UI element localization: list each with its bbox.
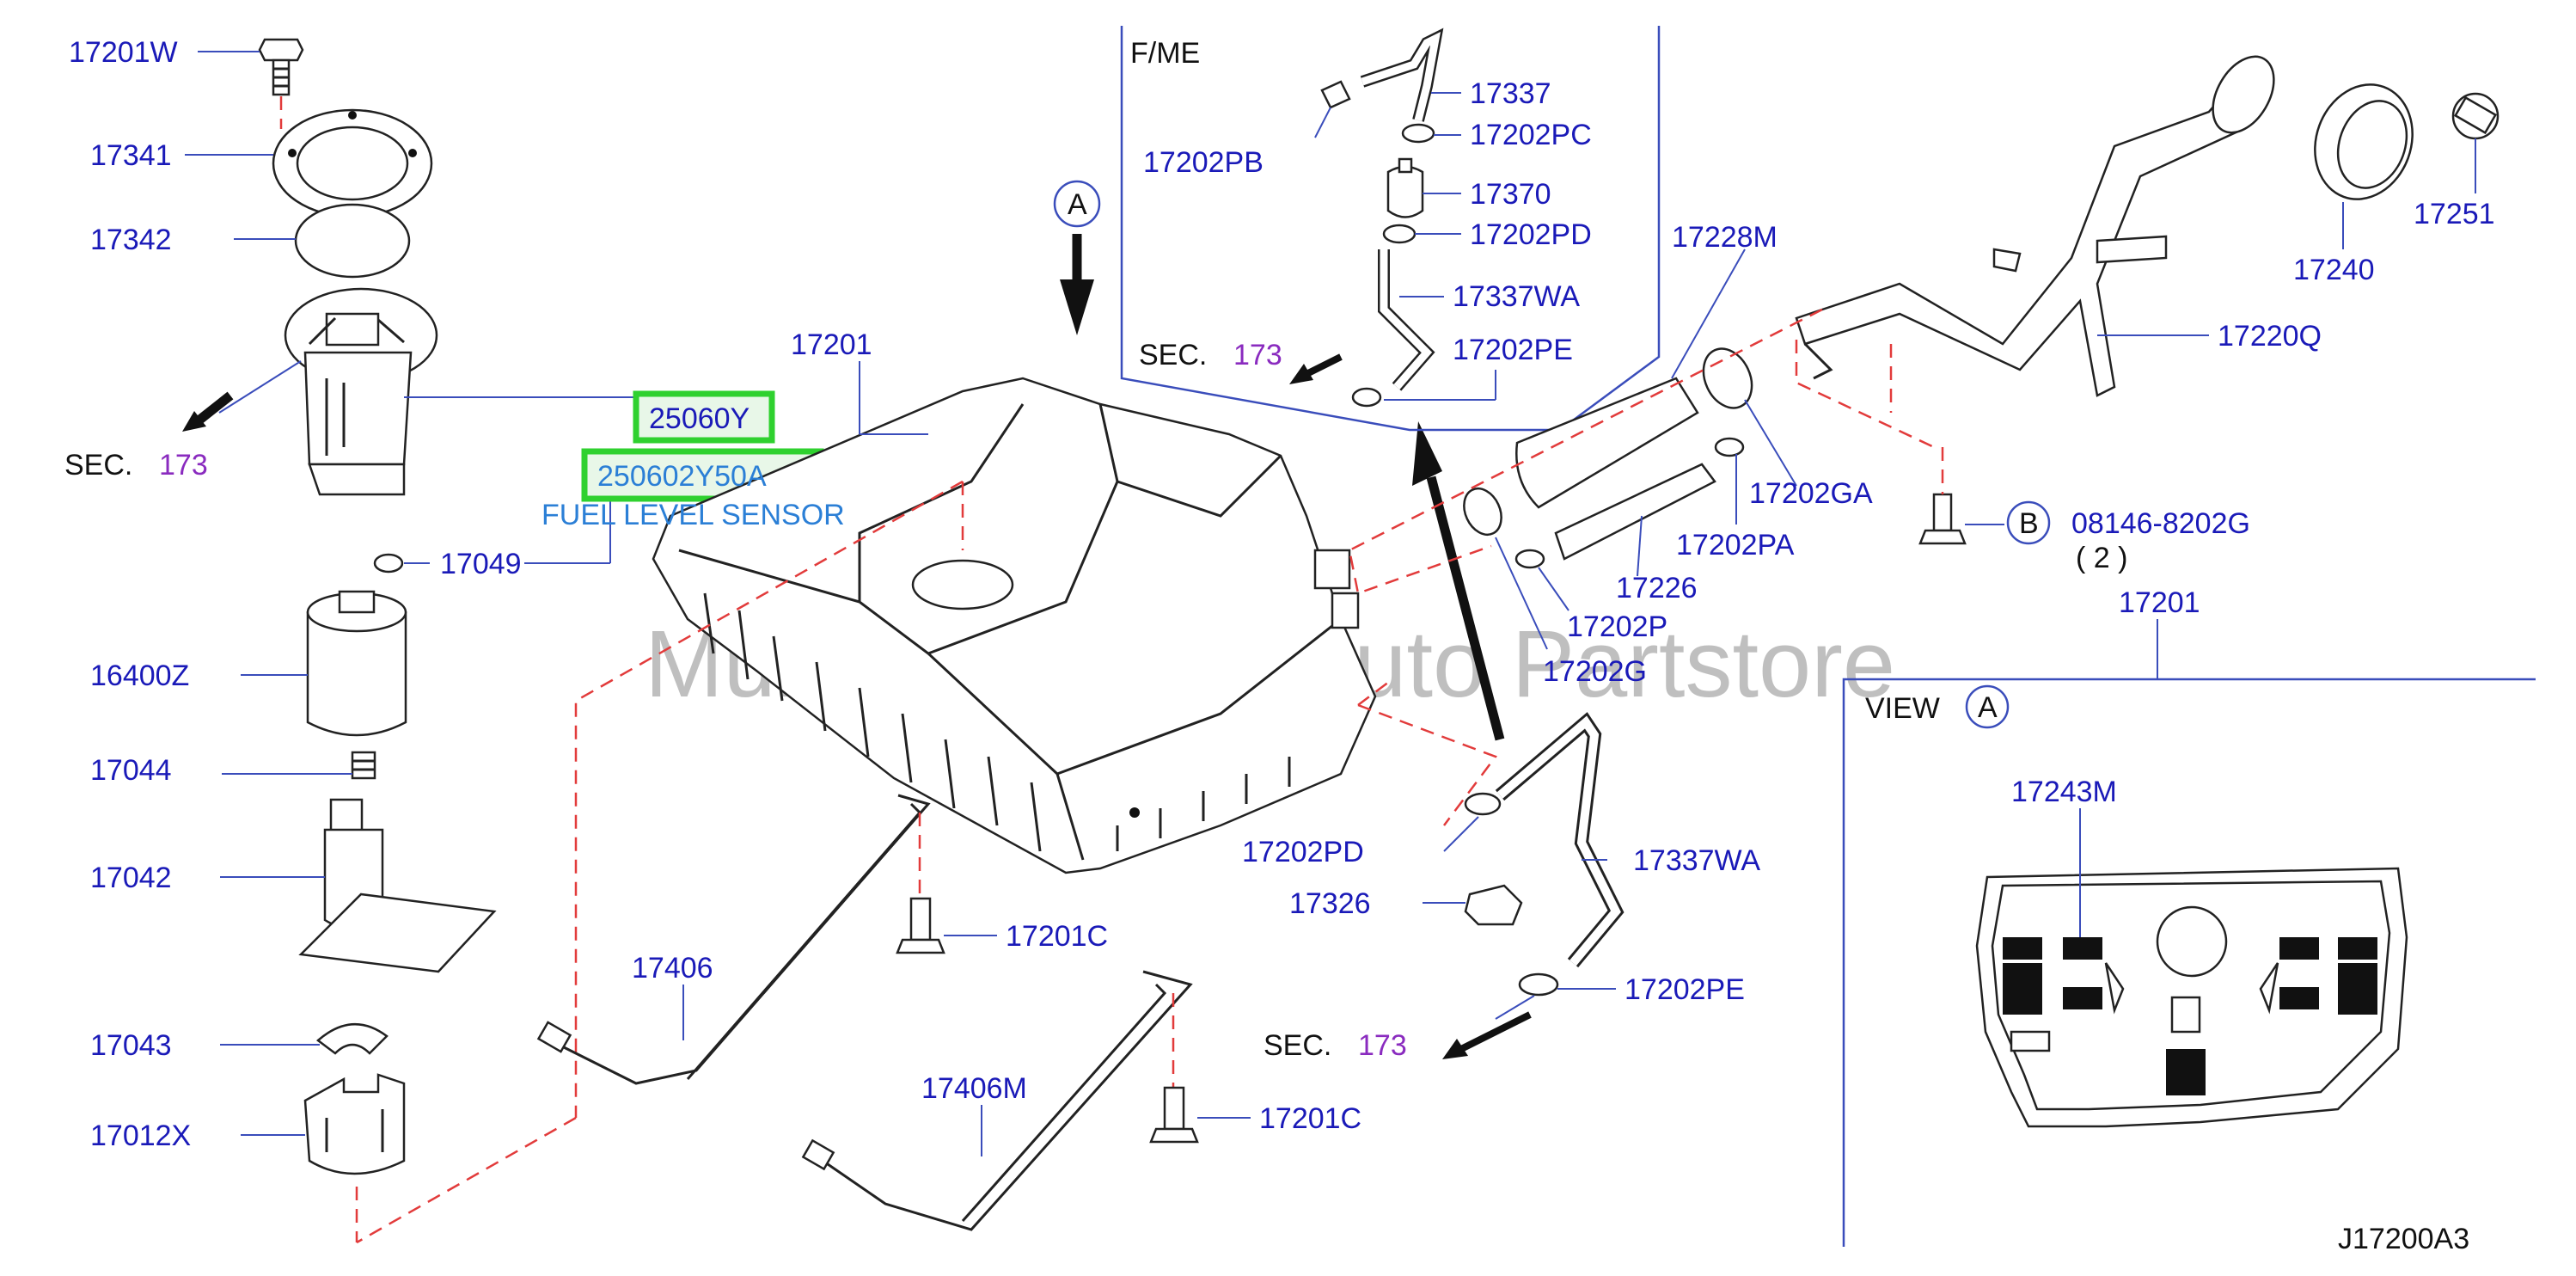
fuel-pump-assembly [185,38,637,1242]
label-25060y[interactable]: 25060Y [649,402,750,435]
breather-hose-17226[interactable] [1554,463,1716,561]
label-17406[interactable]: 17406 [632,952,713,985]
label-17342[interactable]: 17342 [90,224,172,256]
label-sec-left-prefix: SEC. [64,449,132,482]
label-17228m[interactable]: 17228M [1672,221,1778,254]
label-17043[interactable]: 17043 [90,1029,172,1062]
label-sec-lower-number[interactable]: 173 [1358,1029,1407,1062]
label-17202p[interactable]: 17202P [1567,610,1667,643]
label-fuel-level-sensor: FUEL LEVEL SENSOR [542,499,845,531]
bolt-marker-b-circle [2006,500,2051,545]
label-17202pe-inset[interactable]: 17202PE [1453,334,1573,366]
label-17251[interactable]: 17251 [2414,198,2495,230]
label-sec-left-number[interactable]: 173 [159,449,208,482]
label-17337wa-inset[interactable]: 17337WA [1453,280,1580,313]
inset-fme-panel [1120,26,1661,432]
label-view: VIEW [1865,692,1940,725]
retainer-17043[interactable] [316,1023,389,1055]
label-17049[interactable]: 17049 [440,548,522,580]
label-17220q[interactable]: 17220Q [2218,320,2322,353]
label-17240[interactable]: 17240 [2293,254,2375,286]
label-17202pe[interactable]: 17202PE [1625,973,1745,1006]
label-fme: F/ME [1130,37,1200,70]
label-sec-inset-prefix: SEC. [1139,339,1207,371]
clip-17202pd[interactable] [1464,792,1502,816]
pump-module-25060y[interactable] [284,287,438,496]
label-17042[interactable]: 17042 [90,862,172,894]
label-17226[interactable]: 17226 [1616,572,1698,604]
fuel-filter-16400z[interactable] [306,590,407,737]
clamp-17202g[interactable] [1457,482,1508,541]
screw-17201w[interactable] [258,38,304,96]
label-sec-inset-number[interactable]: 173 [1233,339,1282,371]
bolt-08146-8202g[interactable] [1918,493,1967,545]
label-17202pc[interactable]: 17202PC [1470,119,1592,151]
label-17201w[interactable]: 17201W [69,36,178,69]
label-quantity: ( 2 ) [2076,542,2127,574]
label-17370[interactable]: 17370 [1470,178,1551,211]
fuel-pump-17042[interactable] [298,798,497,973]
clip-17202pa[interactable] [1714,437,1745,457]
label-16400z[interactable]: 16400Z [90,659,189,692]
clip-17202p[interactable] [1514,549,1545,569]
clip-17202pe[interactable] [1518,972,1559,997]
view-marker-a-circle [1053,180,1101,228]
label-250602y50a[interactable]: 250602Y50A [597,460,767,493]
o-ring-17049[interactable] [373,553,404,574]
label-17202ga[interactable]: 17202GA [1749,477,1873,510]
tank-strap-17406m[interactable] [801,970,1193,1231]
label-17326[interactable]: 17326 [1289,887,1371,920]
drawing-code: J17200A3 [2338,1223,2469,1255]
label-17337wa[interactable]: 17337WA [1633,844,1760,877]
filler-tube-17220q[interactable] [1795,46,2286,397]
bolt-17201c-a[interactable] [896,897,945,954]
label-08146-8202g[interactable]: 08146-8202G [2071,507,2250,540]
gasket-17342[interactable] [294,203,411,279]
label-17201c-b[interactable]: 17201C [1259,1102,1361,1135]
label-17243m[interactable]: 17243M [2011,776,2117,808]
tank-strap-17406[interactable] [536,794,931,1085]
label-17202pd-inset[interactable]: 17202PD [1470,218,1592,251]
view-a-panel [1842,619,2536,1247]
retainer-ring-17341[interactable] [272,108,433,218]
label-sec-lower-prefix: SEC. [1264,1029,1331,1062]
label-17012x[interactable]: 17012X [90,1120,191,1152]
label-17202pa[interactable]: 17202PA [1676,529,1795,561]
fuel-cap-17251[interactable] [2451,92,2500,140]
highlight-25060y[interactable] [633,390,775,444]
label-17341[interactable]: 17341 [90,139,172,172]
label-17201-tank[interactable]: 17201 [791,328,872,361]
bracket-17012x[interactable] [303,1073,406,1175]
strainer-17044[interactable] [351,751,376,780]
clamp-17326[interactable] [1464,884,1523,926]
fuel-tank-17201[interactable] [652,377,1377,874]
label-17406m[interactable]: 17406M [921,1072,1027,1105]
bolt-17201c-b[interactable] [1149,1086,1199,1144]
label-17202g[interactable]: 17202G [1543,655,1647,688]
label-17044[interactable]: 17044 [90,754,172,787]
filler-hose-17228m[interactable] [1515,377,1699,509]
label-bolt-marker-b: B [2019,507,2039,540]
clamp-17202ga[interactable] [1694,340,1761,415]
label-17202pb[interactable]: 17202PB [1143,146,1264,179]
filler-ring-17240[interactable] [2299,71,2428,212]
label-17201c-a[interactable]: 17201C [1006,920,1108,953]
label-view-marker-a: A [1068,188,1087,221]
label-17337[interactable]: 17337 [1470,77,1551,110]
label-17202pd[interactable]: 17202PD [1242,836,1364,868]
label-view-panel-marker: A [1978,691,1998,724]
label-17201-view[interactable]: 17201 [2119,586,2200,619]
